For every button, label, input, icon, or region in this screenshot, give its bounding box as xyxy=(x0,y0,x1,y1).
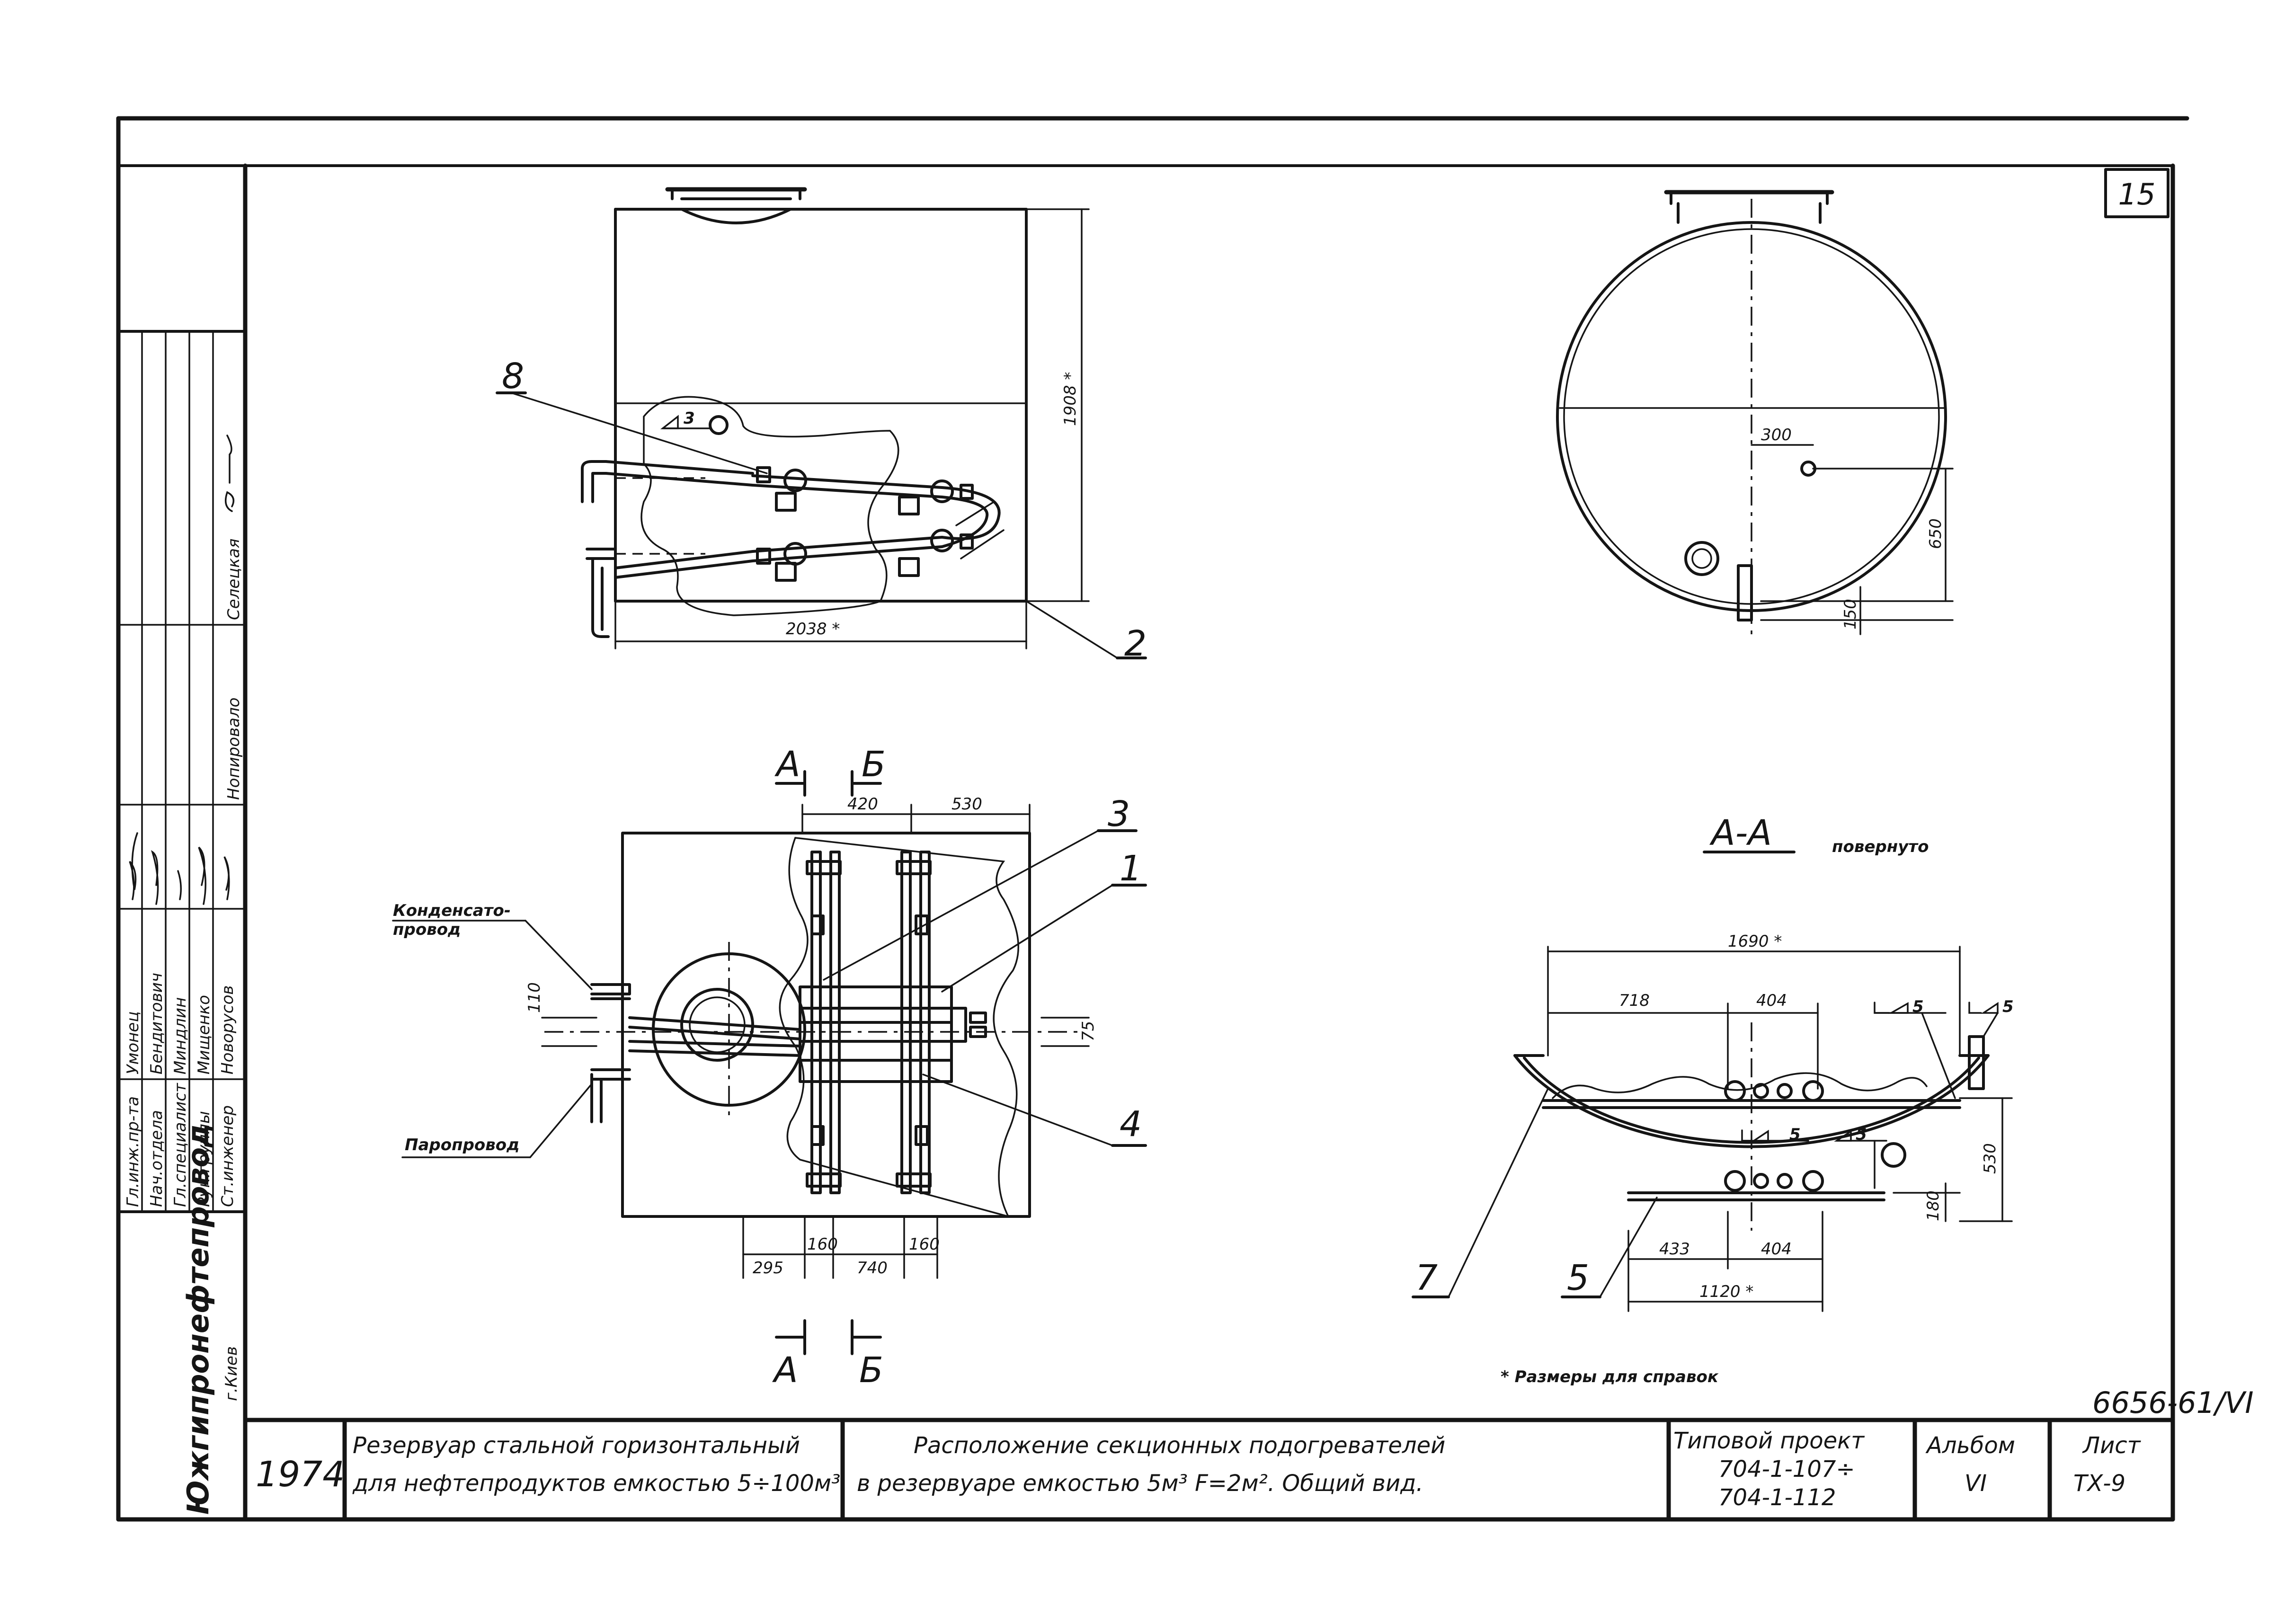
callout-1: 1 xyxy=(1120,848,1142,889)
side-dim-length: 2038 * xyxy=(786,620,840,639)
callout-7: 7 xyxy=(1415,1258,1438,1298)
sig-role-2: Нач.отдела xyxy=(147,1110,166,1207)
weld-symbol-1: 5 xyxy=(1874,997,1956,1099)
plan-dim-740: 740 xyxy=(857,1259,888,1278)
weld-symbol-2: 5 xyxy=(1968,997,2014,1038)
plan-dim-530: 530 xyxy=(951,795,982,814)
callout-3: 3 xyxy=(1108,794,1130,834)
cut-b-top: Б xyxy=(862,744,886,785)
sig-name-2: Бендитович xyxy=(147,973,166,1074)
label-steam-line: Паропровод xyxy=(405,1136,520,1154)
sig-role-3: Гл.специалист xyxy=(171,1083,190,1207)
svg-text:5: 5 xyxy=(1789,1125,1801,1144)
footnote-reference-sizes: * Размеры для справок xyxy=(1501,1367,1719,1386)
handwritten-signature xyxy=(129,832,230,905)
aa-dim-404-top: 404 xyxy=(1756,991,1787,1010)
title-project-number-1: 704-1-107÷ xyxy=(1718,1456,1855,1482)
handwritten-signature-2 xyxy=(224,435,235,512)
weld-symbol-3: 5 xyxy=(1741,1125,1809,1144)
plan-dim-160a: 160 xyxy=(807,1235,838,1254)
aa-dim-404-bottom: 404 xyxy=(1761,1240,1792,1259)
svg-text:5: 5 xyxy=(1856,1125,1867,1144)
end-dim-300: 300 xyxy=(1761,426,1792,444)
section-title: А-А xyxy=(1709,813,1772,853)
title-project-label: Типовой проект xyxy=(1673,1428,1865,1454)
title-album-label: Альбом xyxy=(1925,1432,2015,1459)
aa-dim-1690: 1690 * xyxy=(1728,932,1782,951)
section-rotated-note: повернуто xyxy=(1832,837,1929,856)
weld-symbol-4: 5 xyxy=(1834,1125,1887,1189)
section-a-a: А-А повернуто 1690 * 718 xyxy=(1412,813,2014,1386)
plan-dim-160b: 160 xyxy=(909,1235,940,1254)
sig-name-3: Миндлин xyxy=(171,997,190,1074)
end-view: 300 650 150 xyxy=(1556,190,1954,635)
archive-code: 6656-61/VI xyxy=(2092,1385,2254,1420)
end-dim-150: 150 xyxy=(1841,599,1860,630)
plan-dim-420: 420 xyxy=(847,795,878,814)
callout-4: 4 xyxy=(1120,1104,1142,1145)
organization-city: г.Киев xyxy=(222,1346,241,1401)
title-year: 1974 xyxy=(256,1454,345,1495)
sig-role-1: Гл.инж.пр-та xyxy=(124,1096,142,1207)
title-sheet-line2: в резервуаре емкостью 5м³ F=2м². Общий в… xyxy=(857,1470,1423,1497)
plan-view: А Б А Б 420 530 xyxy=(392,744,1147,1391)
title-project-number-2: 704-1-112 xyxy=(1718,1484,1836,1511)
organization-name: Южгипронефтепровод xyxy=(181,1124,215,1515)
plan-dim-295: 295 xyxy=(753,1259,783,1278)
aa-dim-1120: 1120 * xyxy=(1699,1282,1753,1301)
aa-dim-180: 180 xyxy=(1924,1190,1943,1221)
svg-text:5: 5 xyxy=(2002,997,2014,1016)
side-dim-height: 1908 * xyxy=(1061,372,1080,426)
title-object-line2: для нефтепродуктов емкостью 5÷100м³ xyxy=(352,1470,840,1497)
sig-name-5: Новорусов xyxy=(218,985,237,1074)
title-block: 1974 Резервуар стальной горизонтальный д… xyxy=(243,1418,2175,1522)
sheet-number: 15 xyxy=(2118,177,2156,212)
label-condensate-line1: Конденсато- xyxy=(393,901,511,920)
aa-dim-718: 718 xyxy=(1619,991,1650,1010)
sheet-frame: 15 6656-61/VI xyxy=(116,116,2254,1522)
title-sheet-label: Лист xyxy=(2082,1432,2142,1459)
plan-dim-75: 75 xyxy=(1079,1021,1098,1041)
weld-mark-3: 3 xyxy=(684,409,695,428)
sig-role-5: Ст.инженер xyxy=(218,1105,237,1207)
cut-a-bottom: А xyxy=(772,1350,798,1391)
label-condensate-line2: провод xyxy=(393,920,461,939)
callout-2: 2 xyxy=(1124,623,1147,664)
title-sheet-value: ТХ-9 xyxy=(2073,1470,2125,1497)
plan-dim-110: 110 xyxy=(525,982,544,1013)
cut-b-bottom: Б xyxy=(859,1350,883,1391)
callout-8: 8 xyxy=(502,356,524,397)
sig-role-4: Рук.группы xyxy=(195,1111,213,1207)
svg-text:5: 5 xyxy=(1912,997,1924,1016)
sig-name-1: Умонец xyxy=(124,1012,142,1074)
cut-a-top: А xyxy=(774,744,800,785)
aa-dim-530: 530 xyxy=(1981,1143,2000,1174)
sig-name-4: Мищенко xyxy=(195,995,213,1074)
title-sheet-line1: Расположение секционных подогревателей xyxy=(914,1432,1445,1459)
callout-5: 5 xyxy=(1567,1258,1589,1298)
stage-label-2: Селецкая xyxy=(224,539,243,620)
signature-column: Гл.инж.пр-та Нач.отдела Гл.специалист Ру… xyxy=(117,330,247,1515)
side-view: 3 2038 * 1908 * 8 2 xyxy=(496,187,1147,664)
end-dim-650: 650 xyxy=(1926,518,1945,549)
title-object-line1: Резервуар стальной горизонтальный xyxy=(353,1432,800,1459)
stage-label-1: Нопировало xyxy=(224,698,243,800)
aa-dim-433: 433 xyxy=(1659,1240,1690,1259)
title-album-value: VI xyxy=(1965,1470,1987,1497)
